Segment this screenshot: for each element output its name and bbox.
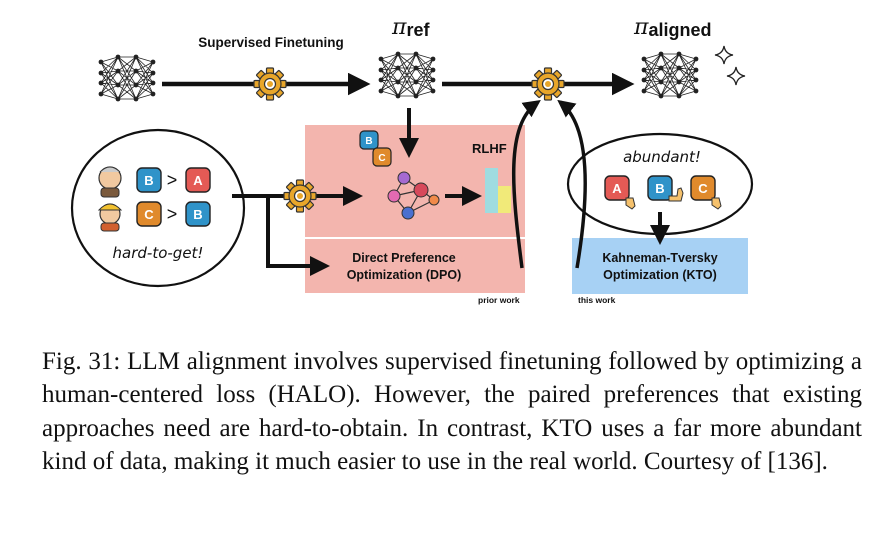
svg-text:B: B [193, 207, 202, 222]
figure-caption: Fig. 31: LLM alignment involves supervis… [42, 348, 862, 476]
thumb-tag-c: C [690, 175, 722, 210]
prior-work-label: prior work [478, 295, 520, 305]
thumb-tag-a: A [604, 175, 636, 210]
thumbs-down-icon [711, 197, 722, 210]
svg-text:C: C [378, 153, 385, 164]
preference-pair-1: B > A [136, 167, 211, 193]
abundant-label: abundant! [623, 148, 701, 166]
dpo-label-line1: Direct Preference [352, 251, 456, 265]
pi-aligned-label: πaligned [633, 15, 711, 40]
prior-work-curve-arrow [511, 99, 541, 269]
kto-box [572, 238, 748, 294]
preference-pair-2: C > B [136, 201, 211, 227]
svg-text:>: > [167, 204, 178, 224]
base-network-icon [98, 54, 156, 102]
dpo-gear-icon [283, 179, 317, 213]
hard-to-get-bubble [70, 128, 246, 288]
dpo-label-line2: Optimization (DPO) [347, 268, 462, 282]
ref-network-icon [378, 51, 436, 99]
this-work-label: this work [578, 295, 616, 305]
rlhf-label: RLHF [472, 141, 507, 156]
alignment-gear-icon [531, 67, 565, 101]
sft-gear-icon [253, 67, 287, 101]
svg-text:B: B [365, 136, 372, 147]
dpo-network-icon [387, 171, 440, 220]
annotator-2-icon [97, 203, 123, 232]
thumbs-down-icon [625, 197, 636, 210]
svg-text:C: C [144, 207, 154, 222]
sft-label: Supervised Finetuning [198, 35, 344, 50]
kto-label-line2: Optimization (KTO) [603, 268, 717, 282]
svg-text:C: C [698, 181, 708, 196]
svg-text:B: B [144, 173, 153, 188]
alignment-diagram: Supervised Finetuning πref πaligned B C … [70, 15, 754, 305]
pi-ref-label: πref [391, 15, 430, 40]
svg-text:B: B [655, 181, 664, 196]
annotator-1-icon [98, 166, 122, 198]
svg-text:A: A [612, 181, 622, 196]
pref-to-dpo-box-arrow [266, 196, 330, 276]
hard-to-get-label: hard-to-get! [113, 244, 204, 262]
mini-preference-tags: B C [359, 130, 392, 167]
svg-text:>: > [167, 170, 178, 190]
this-work-curve-arrow [557, 99, 587, 269]
kto-label-line1: Kahneman-Tversky [602, 251, 717, 265]
svg-text:A: A [193, 173, 203, 188]
sparkle-icon [714, 45, 734, 65]
thumb-tag-b: B [647, 175, 684, 202]
thumbs-up-icon [668, 187, 684, 202]
aligned-network-icon [641, 51, 699, 99]
rlhf-reward-bars [485, 168, 511, 213]
sparkle-icon [726, 66, 746, 86]
